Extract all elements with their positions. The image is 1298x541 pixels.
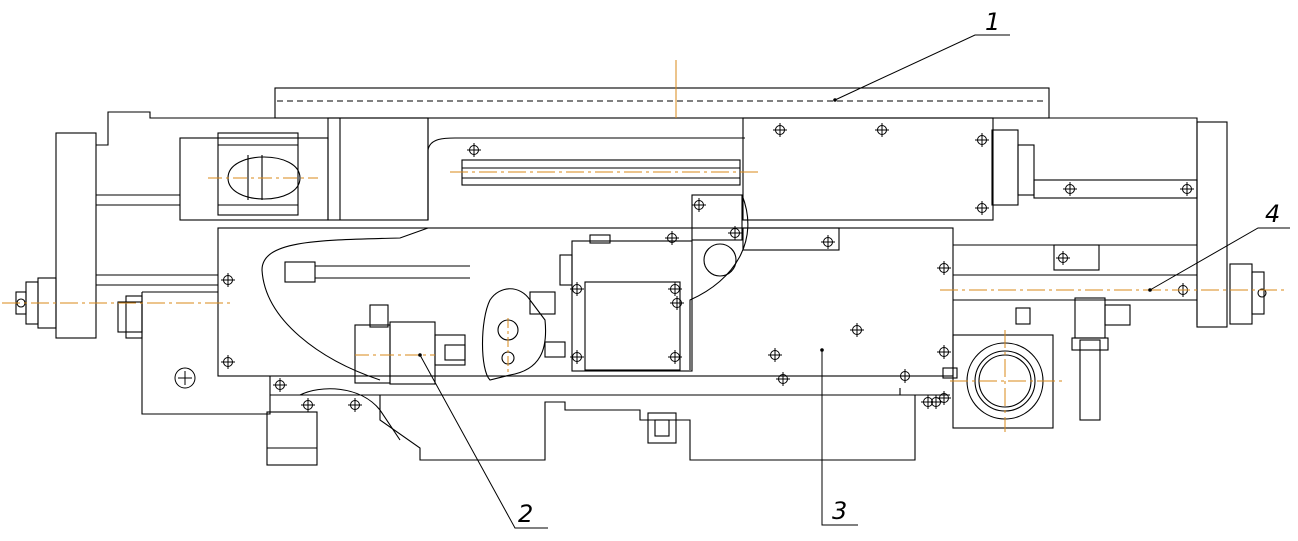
bolt-hole-icon bbox=[773, 123, 787, 137]
bolt-hole-icon bbox=[273, 378, 287, 392]
bolt-hole-icon bbox=[850, 323, 864, 337]
bolt-hole-icon bbox=[670, 296, 684, 310]
bolt-hole-icon bbox=[1180, 182, 1194, 196]
bolt-hole-icon bbox=[898, 369, 912, 383]
top-rail-part-1 bbox=[274, 87, 1050, 119]
main-housing bbox=[141, 227, 954, 466]
bolt-hole-icon bbox=[467, 143, 481, 157]
left-end-plate bbox=[55, 111, 440, 339]
bolt-hole-icon bbox=[665, 231, 679, 245]
bolt-hole-icon bbox=[937, 261, 951, 275]
bolt-hole-icon bbox=[301, 398, 315, 412]
bolt-hole-icon bbox=[929, 395, 943, 409]
bolt-hole-icon bbox=[668, 282, 682, 296]
bolt-hole-icon bbox=[570, 350, 584, 364]
bolt-hole-icon bbox=[821, 235, 835, 249]
bolt-hole-icon bbox=[937, 391, 951, 405]
callout-2: 2 bbox=[518, 500, 533, 528]
bolt-hole-icon bbox=[570, 282, 584, 296]
callout-1: 1 bbox=[985, 8, 1000, 36]
bolt-hole-icon bbox=[768, 348, 782, 362]
bolt-hole-icon bbox=[875, 123, 889, 137]
bolt-hole-icon bbox=[937, 345, 951, 359]
bolt-hole-icon bbox=[1056, 251, 1070, 265]
leader-line-4 bbox=[1149, 227, 1290, 291]
upper-carriage bbox=[427, 117, 1228, 328]
leader-line-2 bbox=[419, 354, 548, 529]
right-side-mechanism bbox=[953, 244, 1267, 421]
bolt-hole-icon bbox=[221, 355, 235, 369]
callout-3: 3 bbox=[832, 497, 847, 525]
leader-line-1 bbox=[834, 34, 1010, 101]
bolt-hole-icon bbox=[221, 273, 235, 287]
bolt-hole-icon bbox=[975, 133, 989, 147]
bolt-holes bbox=[174, 123, 1194, 412]
cylinder-part-2 bbox=[354, 288, 547, 385]
bolt-hole-icon bbox=[776, 372, 790, 386]
callout-4: 4 bbox=[1265, 200, 1280, 228]
bolt-hole-icon bbox=[348, 398, 362, 412]
centerlines bbox=[2, 60, 1285, 432]
bolt-hole-icon bbox=[668, 350, 682, 364]
bolt-hole-icon bbox=[1063, 182, 1077, 196]
valve-block bbox=[261, 194, 749, 381]
leader-line-3 bbox=[821, 350, 858, 526]
bolt-hole-icon bbox=[174, 367, 196, 389]
bolt-hole-icon bbox=[975, 201, 989, 215]
leader-dots bbox=[418, 98, 1152, 357]
bolt-hole-icon bbox=[728, 226, 742, 240]
callout-labels: 1 2 3 4 bbox=[518, 8, 1280, 528]
bolt-hole-icon bbox=[692, 198, 706, 212]
leader-lines bbox=[419, 34, 1290, 529]
left-bolt-assembly bbox=[15, 277, 143, 339]
